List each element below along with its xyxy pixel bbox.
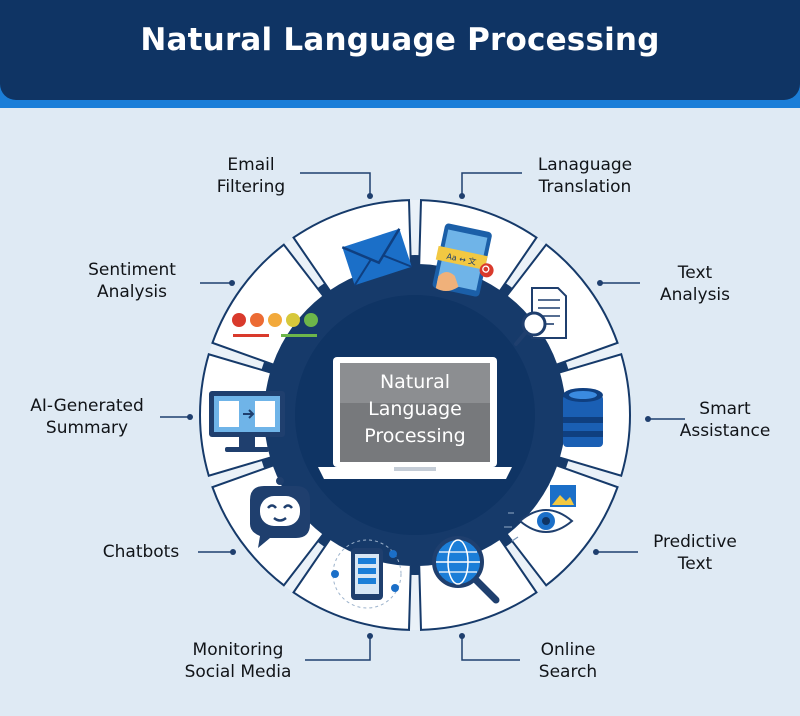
center-title-line: Processing xyxy=(364,425,466,447)
laptop-icon xyxy=(318,357,512,479)
label-online-search: Online Search xyxy=(538,640,598,682)
translation-tablet-icon: Aa ↔ 文 xyxy=(432,223,494,297)
document-magnifier-icon xyxy=(514,287,567,346)
label-monitoring-social-media: Monitoring Social Media xyxy=(184,640,292,682)
eye-image-icon xyxy=(504,485,576,542)
page-title: Natural Language Processing xyxy=(140,22,660,58)
monitor-summary-icon xyxy=(209,391,285,452)
smart-speaker-icon xyxy=(563,388,603,447)
label-email-filtering: Email Filtering xyxy=(216,155,286,197)
social-phone-icon xyxy=(331,539,402,609)
emoji-scale-icon xyxy=(232,313,318,337)
label-predictive-text: Predictive Text xyxy=(653,532,737,574)
label-language-translation: Lanaguage Translation xyxy=(537,155,633,197)
label-sentiment-analysis: Sentiment Analysis xyxy=(88,260,176,302)
envelope-icon xyxy=(341,228,413,286)
center-title: Natural Language Processing xyxy=(345,369,485,450)
center-title-line: Language xyxy=(368,398,462,420)
label-smart-assistance: Smart Assistance xyxy=(679,399,771,441)
label-text-analysis: Text Analysis xyxy=(659,263,731,305)
label-ai-generated-summary: AI-Generated Summary xyxy=(30,396,144,438)
globe-search-icon xyxy=(432,536,500,604)
label-chatbots: Chatbots xyxy=(102,542,180,562)
chatbot-icon xyxy=(250,477,310,548)
center-title-line: Natural xyxy=(379,371,451,393)
leader-dots xyxy=(187,193,651,639)
leader-lines xyxy=(160,172,685,661)
